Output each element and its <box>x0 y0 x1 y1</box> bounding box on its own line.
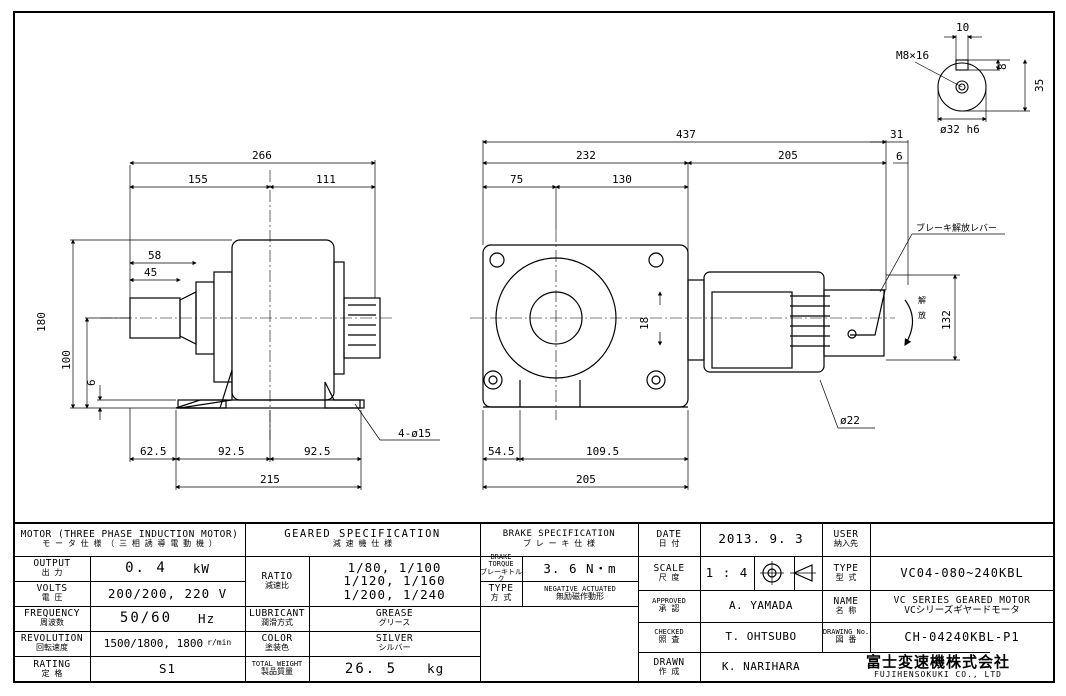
gearbox-side <box>482 244 689 408</box>
dim-front-foot: 6 <box>85 379 98 386</box>
projection-symbol-icon <box>754 556 822 590</box>
dim-side-d: 6 <box>896 150 903 163</box>
dim-shaft-dia: ø32 h6 <box>940 123 980 136</box>
dim-key-depth: 8 <box>996 63 1009 70</box>
drawing-no-value: CH-04240KBL-P1 <box>904 629 1020 644</box>
date-value: 2013. 9. 3 <box>718 531 804 547</box>
dim-front-bottom-2: 92.5 <box>218 445 245 458</box>
volts-value: 200/200, 220 V <box>107 585 228 601</box>
dim-side-dia: ø22 <box>840 414 860 427</box>
dim-front-shaft2: 45 <box>144 266 157 279</box>
brake-unit <box>823 289 885 357</box>
dim-side-b: 205 <box>778 149 798 162</box>
brake-torque-value: 3. 6 N・m <box>543 560 617 576</box>
dim-side-c: 31 <box>890 128 903 141</box>
dim-side-a: 232 <box>576 149 596 162</box>
drawn-value: K. NARIHARA <box>721 660 801 674</box>
brake-lever-label: ブレーキ解放レバー <box>916 222 997 234</box>
dim-side-bore: 18 <box>638 317 651 330</box>
dim-side-height: 132 <box>940 310 953 330</box>
dim-shaft-height: 35 <box>1033 79 1046 92</box>
checked-value: T. OHTSUBO <box>725 630 797 644</box>
side-view <box>470 230 914 420</box>
motor-spec-header: MOTOR (THREE PHASE INDUCTION MOTOR) モ ー … <box>20 528 239 548</box>
side-dimension-lines <box>482 139 1005 490</box>
type-value: VC04-080~240KBL <box>900 565 1024 580</box>
dim-key-width: 10 <box>956 21 969 34</box>
front-dimension-lines <box>70 160 440 490</box>
dim-front-base: 215 <box>260 473 280 486</box>
dim-front-overall: 266 <box>252 149 272 162</box>
release-label-2: 放 <box>918 310 926 320</box>
release-label-1: 解 <box>918 295 926 305</box>
dim-front-hole: 4-ø15 <box>398 427 431 440</box>
gear-housing <box>231 239 335 401</box>
drawing-no-label: DRAWING No.図 番 <box>822 628 870 645</box>
dim-side-base: 205 <box>576 473 596 486</box>
dim-side-h: 109.5 <box>586 445 619 458</box>
dim-front-b: 111 <box>316 173 336 186</box>
front-view <box>100 170 395 440</box>
scale-value: 1 : 4 <box>705 565 749 581</box>
title-block: MOTOR (THREE PHASE INDUCTION MOTOR) モ ー … <box>14 522 1054 682</box>
dim-side-overall: 437 <box>676 128 696 141</box>
approved-value: A. YAMADA <box>728 599 794 613</box>
dim-front-height: 180 <box>35 312 48 332</box>
shaft-end-detail <box>937 59 987 112</box>
dim-side-f: 130 <box>612 173 632 186</box>
dim-front-center: 100 <box>60 350 73 370</box>
brake-release-lever <box>850 289 886 336</box>
user-value <box>870 522 1054 556</box>
dim-front-shaft1: 58 <box>148 249 161 262</box>
dim-front-bottom-3: 92.5 <box>304 445 331 458</box>
motor-end <box>343 297 381 359</box>
dim-front-bottom-1: 62.5 <box>140 445 167 458</box>
rating-value: S1 <box>158 661 177 677</box>
sheet-border <box>13 11 1055 683</box>
dim-side-e: 75 <box>510 173 523 186</box>
dim-side-g: 54.5 <box>488 445 515 458</box>
dim-screw: M8×16 <box>896 49 929 62</box>
brake-motor-body <box>703 271 825 373</box>
dim-front-a: 155 <box>188 173 208 186</box>
